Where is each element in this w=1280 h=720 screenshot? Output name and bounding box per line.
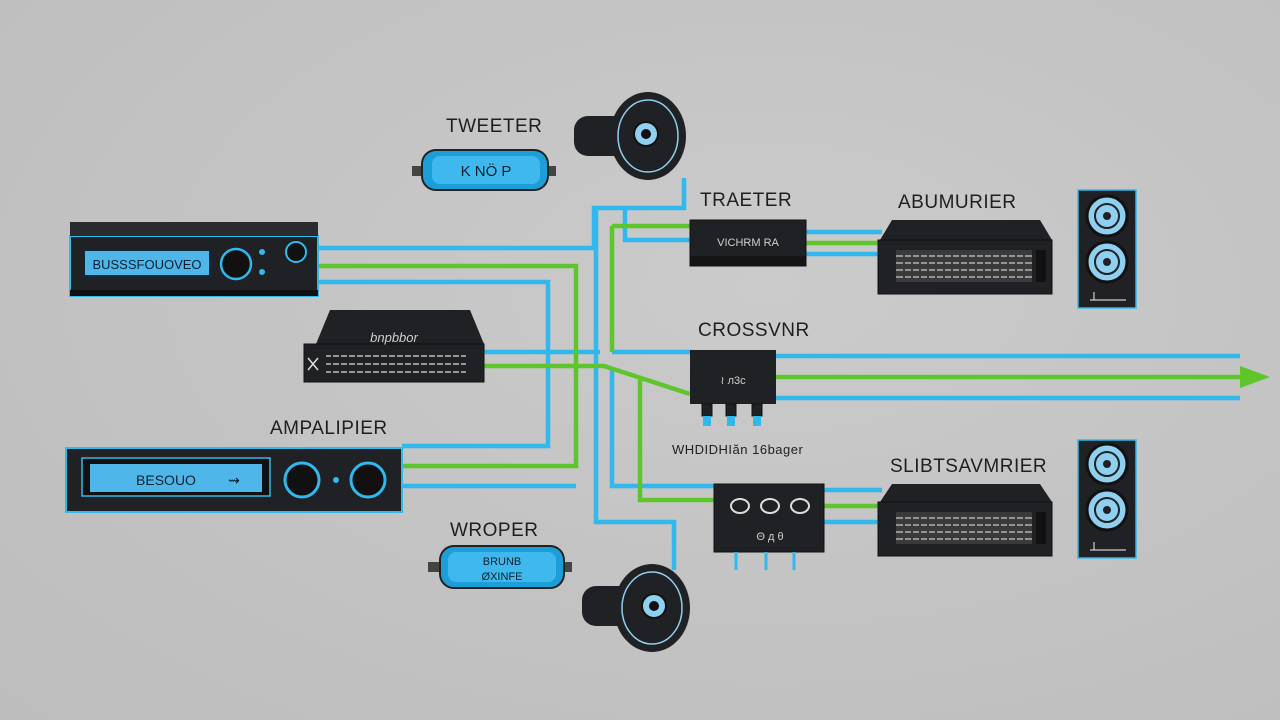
crossover-label: CROSSVNR: [698, 320, 810, 341]
tweeter-cap-text: K NÖ P: [461, 162, 512, 180]
crossover-box-text: ≀ л3с: [720, 375, 746, 387]
capacitor-icon: [412, 149, 556, 191]
arrow-icon: [1240, 366, 1270, 388]
mid-box-text: bnpbbor: [370, 330, 418, 345]
cable-trunk-to-woofer: [593, 208, 677, 570]
knob-icon: [285, 241, 307, 263]
lower-box-text: Θ д θ: [756, 531, 783, 543]
amplifier-right-unit: [877, 220, 1053, 295]
amplifier-left-unit: [65, 447, 403, 513]
woofer-cap-text-1: BRUNB: [483, 556, 522, 568]
cable-to-lower-box: [609, 370, 716, 489]
green-midbox-to-crossover: [483, 363, 691, 397]
cable-to-transfer: [622, 208, 692, 243]
lower-crossover-box: [713, 483, 825, 570]
amplifier-right-label: ABUMURIER: [898, 192, 1017, 213]
knob-icon: [219, 247, 253, 281]
tweeter-label: TWEETER: [446, 116, 543, 137]
speaker-icon: [1077, 189, 1137, 309]
transfer-label: TRAETER: [700, 190, 793, 211]
subwoofer-amplifier-unit: [877, 484, 1053, 557]
crossover-box: [690, 350, 776, 426]
knob-icon: [283, 461, 321, 499]
capacitor-icon: [428, 545, 572, 589]
woofer-driver-icon: [582, 564, 690, 652]
receiver-display-text: BUSSSFOUOVEO: [92, 257, 201, 272]
amp-display-text: BESOUO: [136, 472, 196, 488]
green-cables: [318, 223, 1242, 509]
woofer-cap-text-2: ØXINFE: [482, 571, 523, 583]
speaker-icon: [1077, 439, 1137, 559]
receiver-unit: [69, 222, 319, 297]
blue-cables: [318, 178, 1240, 570]
subamp-label: SLIBTSAVMRIER: [890, 456, 1048, 477]
tweeter-driver-icon: [574, 92, 686, 180]
knob-icon: [349, 461, 387, 499]
amplifier-left-label: AMPALIPIER: [270, 418, 388, 439]
crossover-caption: WHDIDHIăn 16bager: [672, 442, 804, 457]
amp-display-icon: ⇝: [228, 472, 240, 488]
green-to-lower-box: [637, 380, 716, 503]
transfer-box: [689, 219, 807, 267]
woofer-label: WROPER: [450, 520, 539, 541]
middle-processor-unit: [303, 310, 485, 383]
transfer-box-text: VICHRM RA: [717, 237, 779, 249]
